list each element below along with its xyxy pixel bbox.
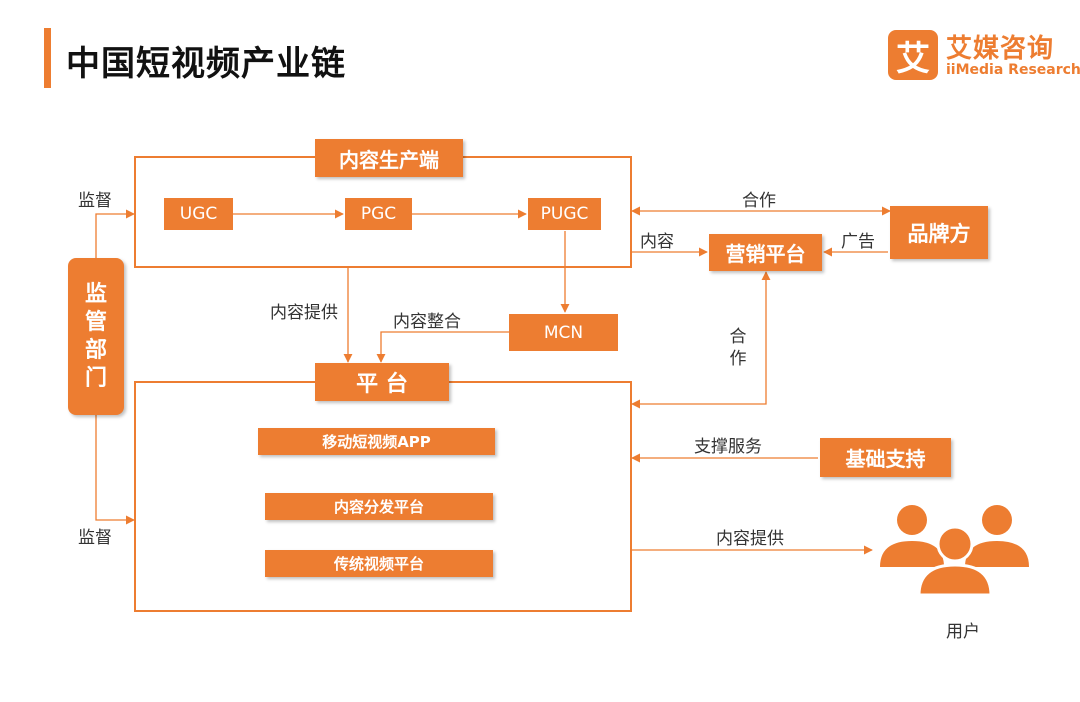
edge-mcn-platform — [376, 331, 509, 363]
node-pgc: PGC — [345, 198, 412, 230]
label-cooperation-vertical: 合作 — [729, 327, 747, 369]
label-content-to-users: 内容提供 — [716, 529, 784, 549]
node-infra: 基础支持 — [820, 438, 951, 477]
node-regulator: 监管部门 — [68, 258, 124, 415]
label-users: 用户 — [946, 622, 980, 642]
label-content-supply: 内容提供 — [270, 303, 338, 323]
label-advertising: 广告 — [841, 232, 875, 252]
platform-label: 平 台 — [315, 363, 449, 401]
users-group-icon — [880, 505, 1029, 597]
edge-cooperation-platform — [631, 271, 771, 409]
label-supervise-top: 监督 — [78, 191, 112, 211]
content-production-label: 内容生产端 — [315, 139, 463, 177]
logo-mark: 艾 — [888, 30, 938, 80]
edge-supervise-platform — [95, 415, 135, 525]
label-supervise-bottom: 监督 — [78, 528, 112, 548]
logo-name: 艾媒咨询 — [946, 34, 1055, 64]
title-accent-bar — [44, 28, 51, 88]
node-marketing: 营销平台 — [709, 234, 822, 271]
node-distribution: 内容分发平台 — [265, 493, 493, 520]
page-title: 中国短视频产业链 — [66, 44, 346, 84]
logo-subtitle: iiMedia Research — [946, 62, 1080, 78]
node-traditional: 传统视频平台 — [265, 550, 493, 577]
node-mcn: MCN — [509, 314, 618, 351]
node-ugc: UGC — [164, 198, 233, 230]
label-content-integration: 内容整合 — [393, 312, 461, 332]
label-support-service: 支撑服务 — [694, 437, 762, 457]
label-cooperation-top: 合作 — [742, 191, 776, 211]
edge-supervise-production — [95, 209, 135, 258]
node-mobile-app: 移动短视频APP — [258, 428, 495, 455]
node-pugc: PUGC — [528, 198, 601, 230]
label-content-to-marketing: 内容 — [640, 232, 674, 252]
node-brand: 品牌方 — [890, 206, 988, 259]
